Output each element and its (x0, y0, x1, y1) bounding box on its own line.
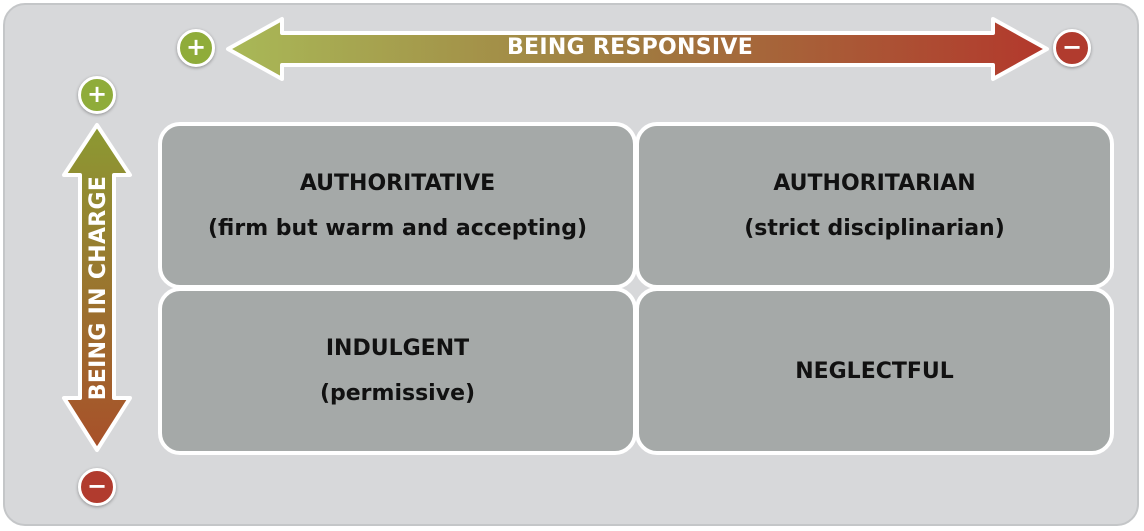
quadrant-title: NEGLECTFUL (795, 358, 954, 384)
horizontal-double-arrow (226, 17, 1049, 81)
quadrant-title: AUTHORITATIVE (299, 170, 496, 196)
minus-icon: − (1053, 29, 1091, 67)
vertical-axis-label: BEING IN CHARGE (86, 175, 111, 401)
quadrant-neglectful: NEGLECTFUL (635, 287, 1114, 455)
quadrant-indulgent: INDULGENT (permissive) (158, 287, 637, 455)
minus-icon: − (78, 468, 116, 506)
quadrant-authoritarian: AUTHORITARIAN (strict disciplinarian) (635, 122, 1114, 289)
quadrant-authoritative: AUTHORITATIVE (firm but warm and accepti… (158, 122, 637, 289)
quadrant-title: AUTHORITARIAN (773, 170, 976, 196)
plus-icon: + (78, 76, 116, 114)
quadrant-subtitle: (strict disciplinarian) (744, 215, 1005, 241)
quadrant-title: INDULGENT (325, 336, 470, 361)
quadrant-subtitle: (firm but warm and accepting) (207, 215, 588, 241)
vertical-double-arrow (62, 123, 132, 452)
quadrant-subtitle: (permissive) (319, 381, 476, 406)
plus-icon: + (177, 29, 215, 67)
horizontal-axis-label: BEING RESPONSIVE (506, 35, 754, 60)
